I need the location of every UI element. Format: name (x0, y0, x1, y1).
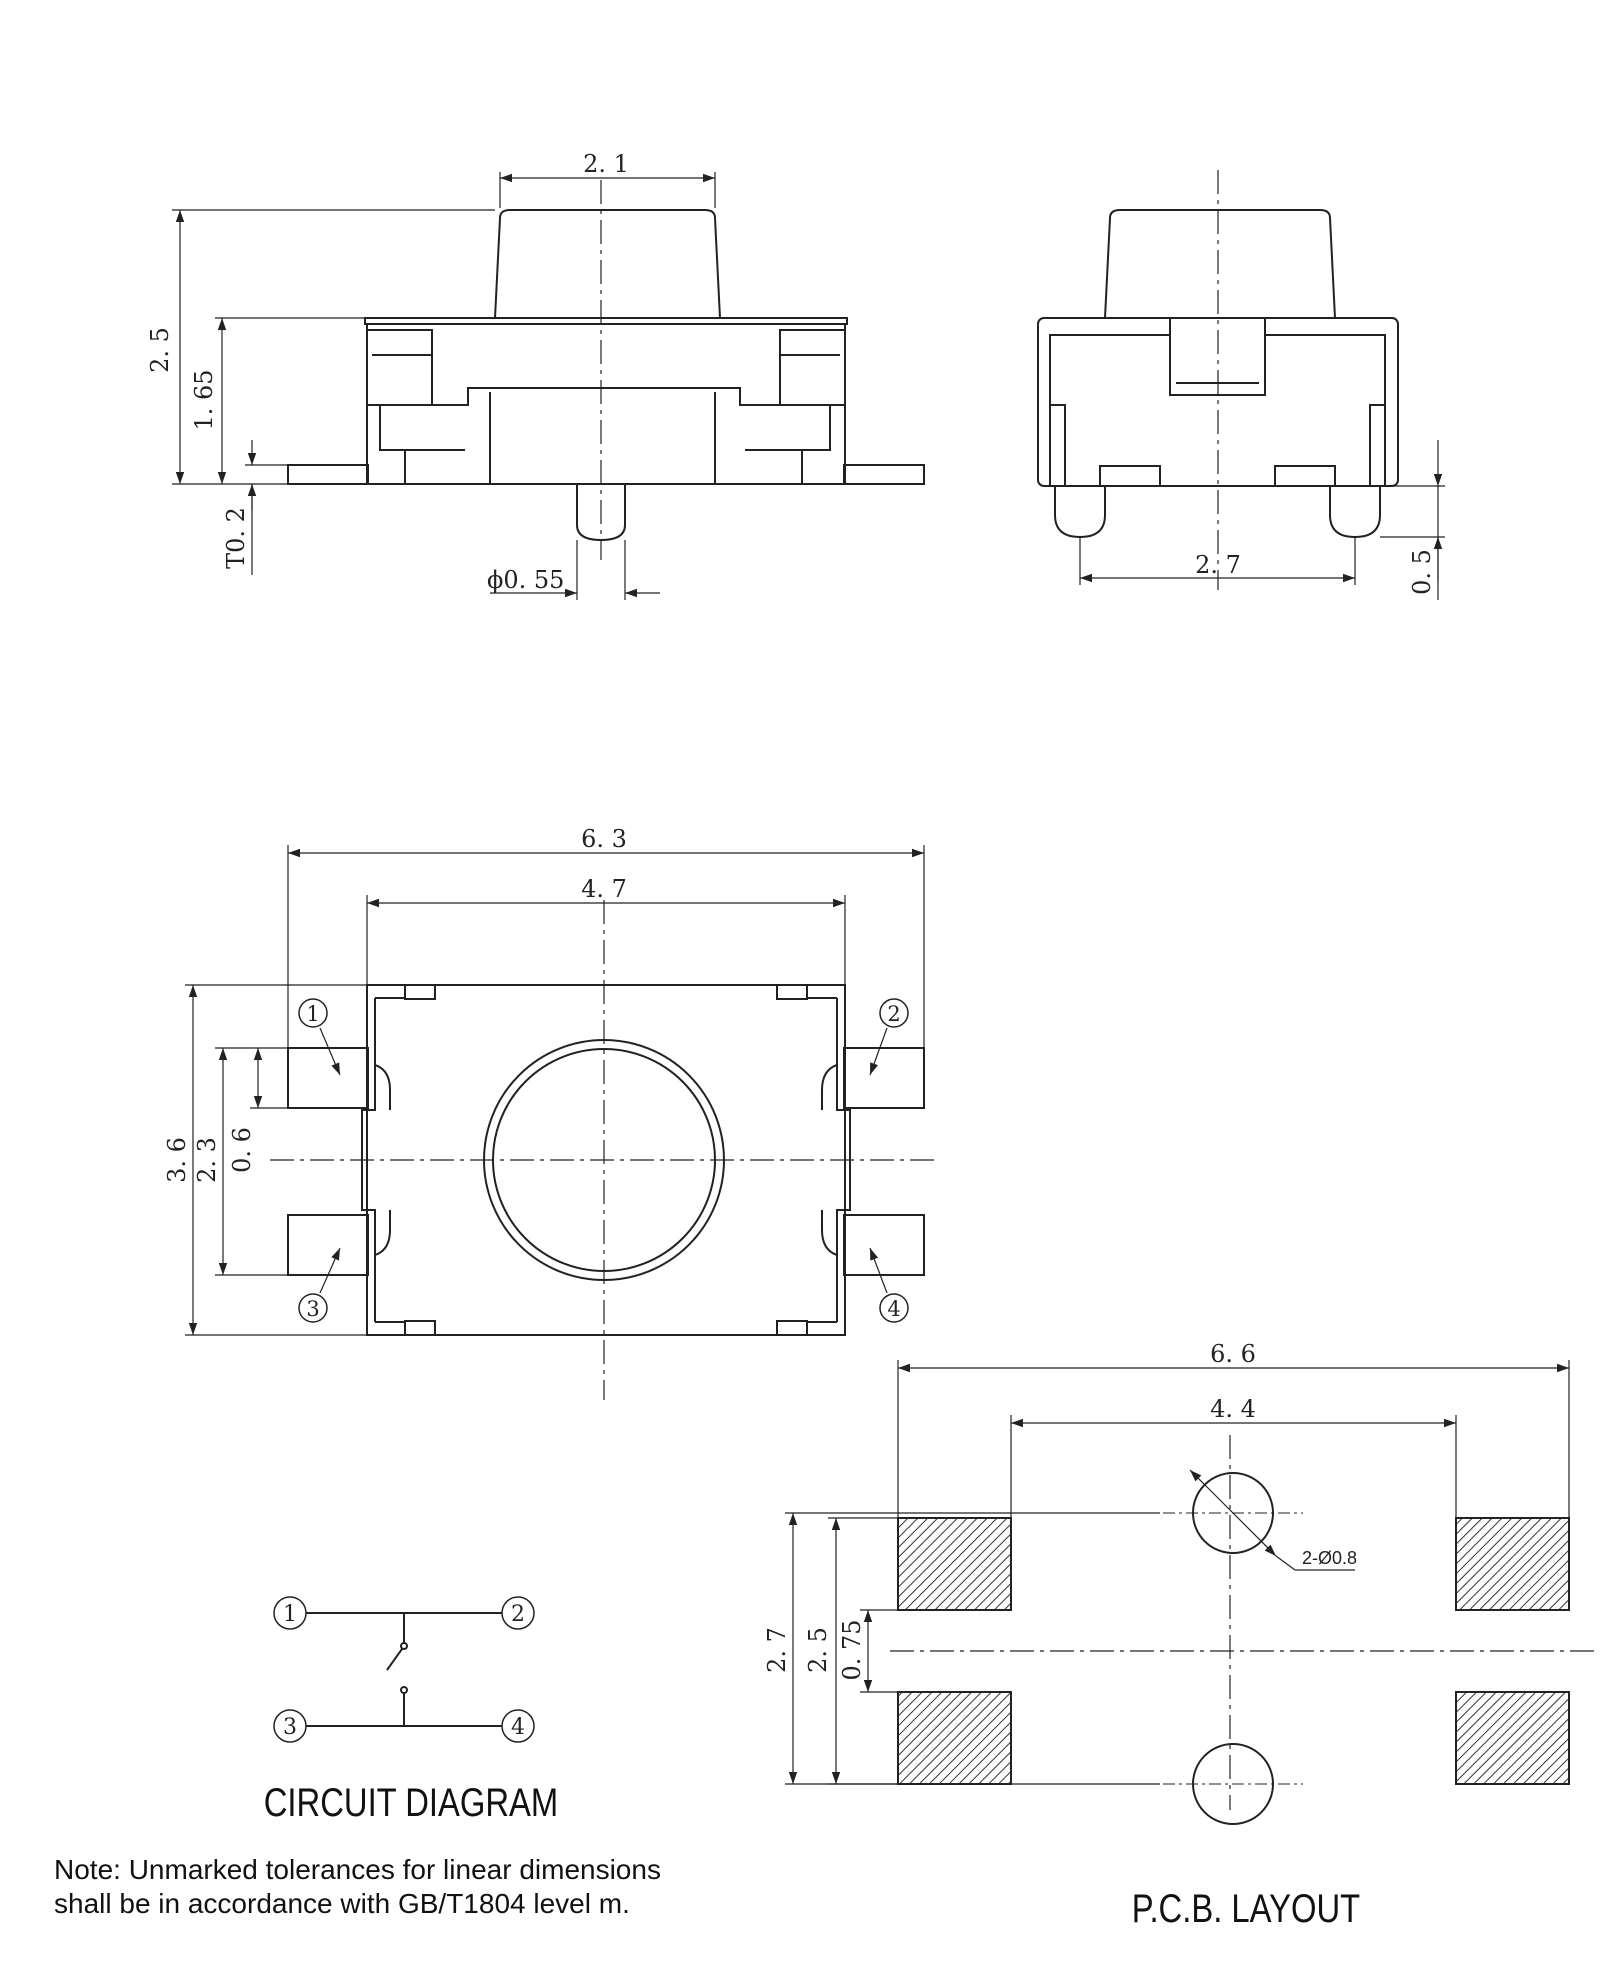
pcb-pad-1 (897, 1517, 1012, 1611)
dim-post-diameter: ϕ0. 55 (487, 566, 564, 594)
dim-actuator-width: 2. 1 (583, 150, 629, 178)
top-pin-2-circle (879, 998, 909, 1028)
side-left-post (1054, 486, 1106, 539)
dim-body-depth: 3. 6 (163, 1137, 191, 1183)
top-terminal-4 (843, 1214, 925, 1276)
front-post (576, 484, 626, 542)
top-pin-4-circle (879, 1293, 909, 1323)
circuit-pin-2-label: 2 (511, 1602, 525, 1627)
pcb-pad-3 (897, 1691, 1012, 1785)
circuit-pin-4-label: 4 (511, 1715, 525, 1740)
side-actuator (1104, 209, 1336, 319)
top-terminal-1 (287, 1047, 369, 1109)
circuit-switch-lever (386, 1648, 403, 1671)
front-right-lead (843, 464, 925, 485)
side-actuator-slot (1169, 318, 1266, 396)
tolerance-note-line-2: shall be in accordance with GB/T1804 lev… (54, 1888, 630, 1919)
pcb-layout (785, 1360, 1600, 1825)
top-pin-4-label: 4 (887, 1297, 900, 1321)
circuit-pin-3-label: 3 (283, 1715, 297, 1740)
front-left-tab (366, 329, 433, 406)
circuit-diagram (273, 1596, 535, 1743)
pcb-hole-callout: 2-Ø0.8 (1302, 1548, 1357, 1568)
front-right-tab (779, 329, 846, 406)
front-inner-cavity (380, 387, 831, 451)
pcb-dim-total-height: 2. 7 (763, 1627, 791, 1673)
pcb-dim-total-width: 6. 6 (1210, 1340, 1256, 1368)
top-view (185, 845, 935, 1400)
top-pin-1-circle (298, 998, 328, 1028)
front-view (172, 172, 925, 600)
pcb-pad-2 (1455, 1517, 1570, 1611)
dim-post-spacing: 2. 7 (1195, 551, 1241, 579)
dim-total-width: 6. 3 (581, 825, 627, 853)
dim-terminal-width: 0. 6 (228, 1127, 256, 1173)
side-body (1037, 317, 1399, 487)
top-pin-3-circle (298, 1293, 328, 1323)
side-right-post (1329, 486, 1381, 539)
dim-total-height: 2. 5 (146, 327, 174, 373)
top-actuator-circle (483, 1039, 725, 1281)
dim-body-width: 4. 7 (581, 875, 627, 903)
dim-post-height: 0. 5 (1408, 549, 1436, 595)
pcb-pad-4 (1455, 1691, 1570, 1785)
tolerance-note: Note: Unmarked tolerances for linear dim… (54, 1853, 661, 1921)
front-left-lead (287, 464, 369, 485)
top-pin-3-label: 3 (306, 1297, 319, 1321)
top-terminal-2 (843, 1047, 925, 1109)
dim-body-height: 1. 65 (190, 369, 218, 430)
side-left-foot (1099, 465, 1161, 487)
dim-lead-thickness: T0. 2 (222, 507, 250, 569)
top-terminal-3 (287, 1214, 369, 1276)
tolerance-note-line-1: Note: Unmarked tolerances for linear dim… (54, 1854, 661, 1885)
top-pin-2-label: 2 (887, 1002, 900, 1026)
side-view (1037, 170, 1445, 600)
dim-terminal-span: 2. 3 (193, 1137, 221, 1183)
front-actuator (494, 209, 721, 319)
pcb-dim-pad-span: 2. 5 (804, 1627, 832, 1673)
pcb-layout-title: P.C.B. LAYOUT (1132, 1886, 1360, 1931)
pcb-dim-pad-gap: 0. 75 (838, 1619, 866, 1680)
pcb-dim-pad-spacing: 4. 4 (1210, 1395, 1256, 1423)
circuit-pin-1-label: 1 (283, 1602, 297, 1627)
top-pin-1-label: 1 (306, 1002, 319, 1026)
side-right-foot (1274, 465, 1336, 487)
circuit-diagram-title: CIRCUIT DIAGRAM (264, 1780, 558, 1825)
